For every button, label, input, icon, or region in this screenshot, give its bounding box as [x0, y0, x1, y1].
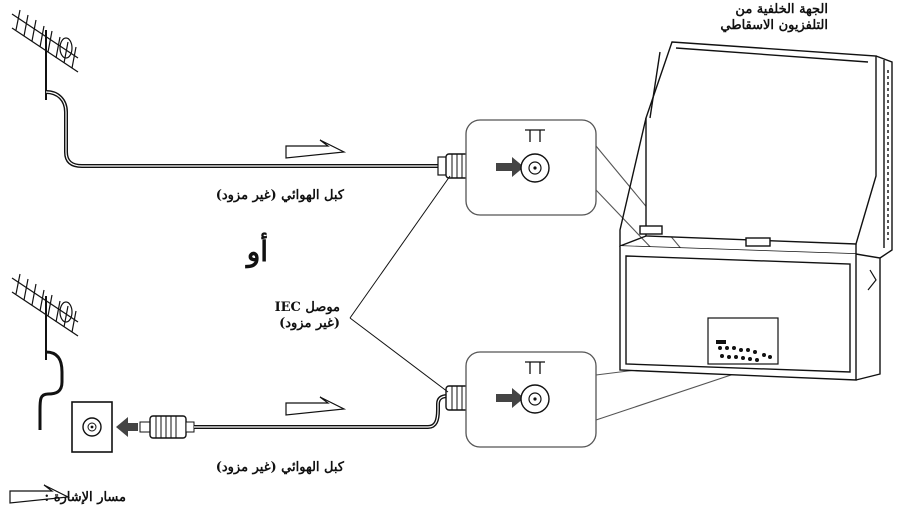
connector-plug-icon: [139, 415, 195, 439]
iec-label: موصل IEC (غير مزود): [275, 300, 340, 332]
tv-back-label-line1: الجهة الخلفية من: [735, 2, 828, 17]
signal-arrow-icon: [285, 139, 347, 159]
antenna-drop-cable: [38, 350, 64, 430]
signal-arrow-icon: [9, 484, 71, 504]
tv-back-label-line2: التلفزيون الاسقاطي: [720, 18, 828, 33]
antenna-cable-top: [45, 90, 442, 168]
signal-path-label: مسار الإشارة :: [44, 490, 126, 505]
iec-label-line2: (غير مزود): [279, 316, 340, 331]
antenna-jack-icon: [520, 361, 550, 414]
iec-label-line1: موصل IEC: [274, 300, 340, 315]
antenna-jack-icon: [520, 129, 550, 183]
cable-bottom-label: كبل الهوائي (غير مزود): [215, 460, 344, 475]
jack-arrow-bottom: [496, 388, 524, 408]
projection-tv-icon: [619, 41, 893, 381]
outlet-arrow: [116, 417, 138, 437]
signal-arrow-icon: [285, 396, 347, 416]
jack-arrow-top: [496, 157, 524, 177]
wall-outlet-icon: [71, 401, 113, 453]
cable-top-label: كبل الهوائي (غير مزود): [215, 188, 344, 203]
tv-rear-jacks: [716, 340, 772, 362]
tv-back-label: الجهة الخلفية من التلفزيون الاسقاطي: [720, 2, 828, 34]
or-label: أو: [246, 235, 268, 268]
antenna-icon: [11, 273, 79, 360]
iec-pointer-lines: [349, 175, 451, 393]
antenna-icon: [11, 9, 79, 100]
